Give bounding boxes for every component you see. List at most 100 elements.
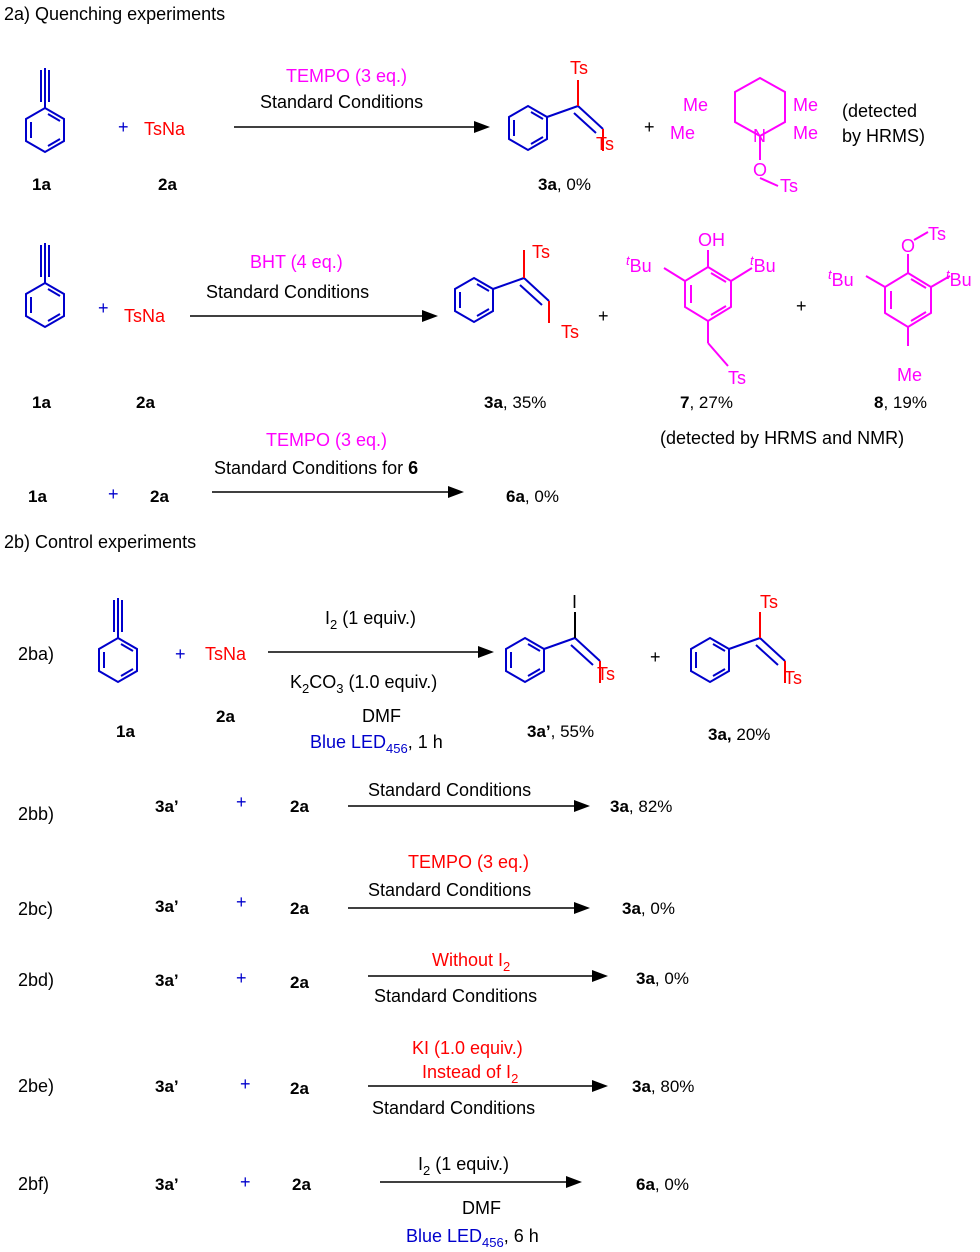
reagent-tempo: TEMPO (3 eq.) [266,430,387,450]
conditions-standard-for-6: Standard Conditions for 6 [214,458,418,478]
entry-label-2bb: 2bb) [18,804,54,824]
tbu-group: tBu [946,267,972,290]
plus-sign: + [118,117,129,137]
me-label: Me [793,95,818,115]
reagent-tempo: TEMPO (3 eq.) [408,852,529,872]
reaction-arrow [268,646,494,658]
label-2a: 2a [290,1079,309,1098]
section-title-control: 2b) Control experiments [4,532,196,552]
section-title-quench: 2a) Quenching experiments [4,4,225,24]
tbu-group: tBu [626,253,652,276]
plus-sign: + [236,968,247,988]
plus-sign: + [240,1074,251,1094]
label-3a-yield: 3a, 82% [610,797,672,816]
tsna-reagent: TsNa [205,644,247,664]
product-3a-row1 [508,80,604,152]
label-3a-prime-yield: 3a’, 55% [527,722,594,741]
me-label: Me [683,95,708,115]
oh-group: OH [698,230,725,250]
label-1a: 1a [28,487,47,506]
plus-sign: + [796,296,807,316]
reagent-instead-of-i2: Instead of I2 [422,1062,518,1086]
label-2a: 2a [150,487,169,506]
entry-label-2bc: 2bc) [18,899,53,919]
label-3a-yield: 3a, 20% [708,725,770,744]
reaction-arrow [368,1080,608,1092]
plus-sign: + [175,644,186,664]
product-3a-prime [505,612,601,684]
ts-label: Ts [728,368,746,388]
label-3a-yield: 3a, 0% [622,899,675,918]
reaction-arrow [380,1176,582,1188]
note-hrms: by HRMS) [842,126,925,146]
conditions-standard: Standard Conditions [260,92,423,112]
plus-sign: + [236,892,247,912]
n-atom: N [753,126,766,146]
product-3a-row2 [454,250,550,324]
ts-label: Ts [780,176,798,196]
tempo-ts-adduct [734,76,786,187]
label-7-yield: 7, 27% [680,393,733,412]
ts-label: Ts [928,224,946,244]
reaction-arrow [212,486,464,498]
iodo-atom: I [572,592,577,612]
ts-label: Ts [597,664,615,684]
conditions-standard: Standard Conditions [368,880,531,900]
reaction-arrow [348,800,590,812]
plus-sign: + [598,306,609,326]
conditions-standard: Standard Conditions [368,780,531,800]
reagent-i2: I2 (1 equiv.) [325,608,416,632]
label-2a: 2a [290,797,309,816]
label-2a: 2a [136,393,155,412]
label-3a-yield: 3a, 80% [632,1077,694,1096]
conditions-standard: Standard Conditions [206,282,369,302]
phenylacetylene-1a-row2 [25,242,65,328]
label-3a-prime: 3a’ [155,971,179,990]
ts-label: Ts [596,134,614,154]
reagent-bht: BHT (4 eq.) [250,252,343,272]
ts-label: Ts [570,58,588,78]
label-8-yield: 8, 19% [874,393,927,412]
label-3a-yield: 3a, 0% [636,969,689,988]
me-label: Me [670,123,695,143]
solvent-dmf: DMF [462,1198,501,1218]
label-2a: 2a [292,1175,311,1194]
label-2a: 2a [290,899,309,918]
ts-label: Ts [561,322,579,342]
label-2a: 2a [158,175,177,194]
label-3a-prime: 3a’ [155,797,179,816]
label-3a-yield: 3a, 35% [484,393,546,412]
tsna-reagent: TsNa [124,306,166,326]
label-1a: 1a [32,175,51,194]
entry-label-2bf: 2bf) [18,1174,49,1194]
o-atom: O [753,160,767,180]
label-2a: 2a [216,707,235,726]
product-3a-2ba [690,612,786,684]
reagent-ki: KI (1.0 equiv.) [412,1038,523,1058]
ts-label: Ts [760,592,778,612]
reagent-i2: I2 (1 equiv.) [418,1154,509,1178]
label-1a: 1a [116,722,135,741]
entry-label-2bd: 2bd) [18,970,54,990]
reagent-without-i2: Without I2 [432,950,510,974]
note-detected-hrms-nmr: (detected by HRMS and NMR) [660,428,904,448]
tbu-group: tBu [750,253,776,276]
plus-sign: + [236,792,247,812]
reaction-arrow [234,121,490,133]
reagent-tempo: TEMPO (3 eq.) [286,66,407,86]
ts-label: Ts [784,668,802,688]
ts-label: Ts [532,242,550,262]
solvent-dmf: DMF [362,706,401,726]
plus-sign: + [98,298,109,318]
light-blue-led: Blue LED456, 6 h [406,1226,539,1250]
phenylacetylene-1a-row1 [25,67,65,153]
label-3a-prime: 3a’ [155,1175,179,1194]
label-6a-yield: 6a, 0% [636,1175,689,1194]
label-6a-yield: 6a, 0% [506,487,559,506]
label-3a-prime: 3a’ [155,1077,179,1096]
plus-sign: + [650,647,661,667]
o-atom: O [901,236,915,256]
tsna-reagent: TsNa [144,119,186,139]
label-2a: 2a [290,973,309,992]
